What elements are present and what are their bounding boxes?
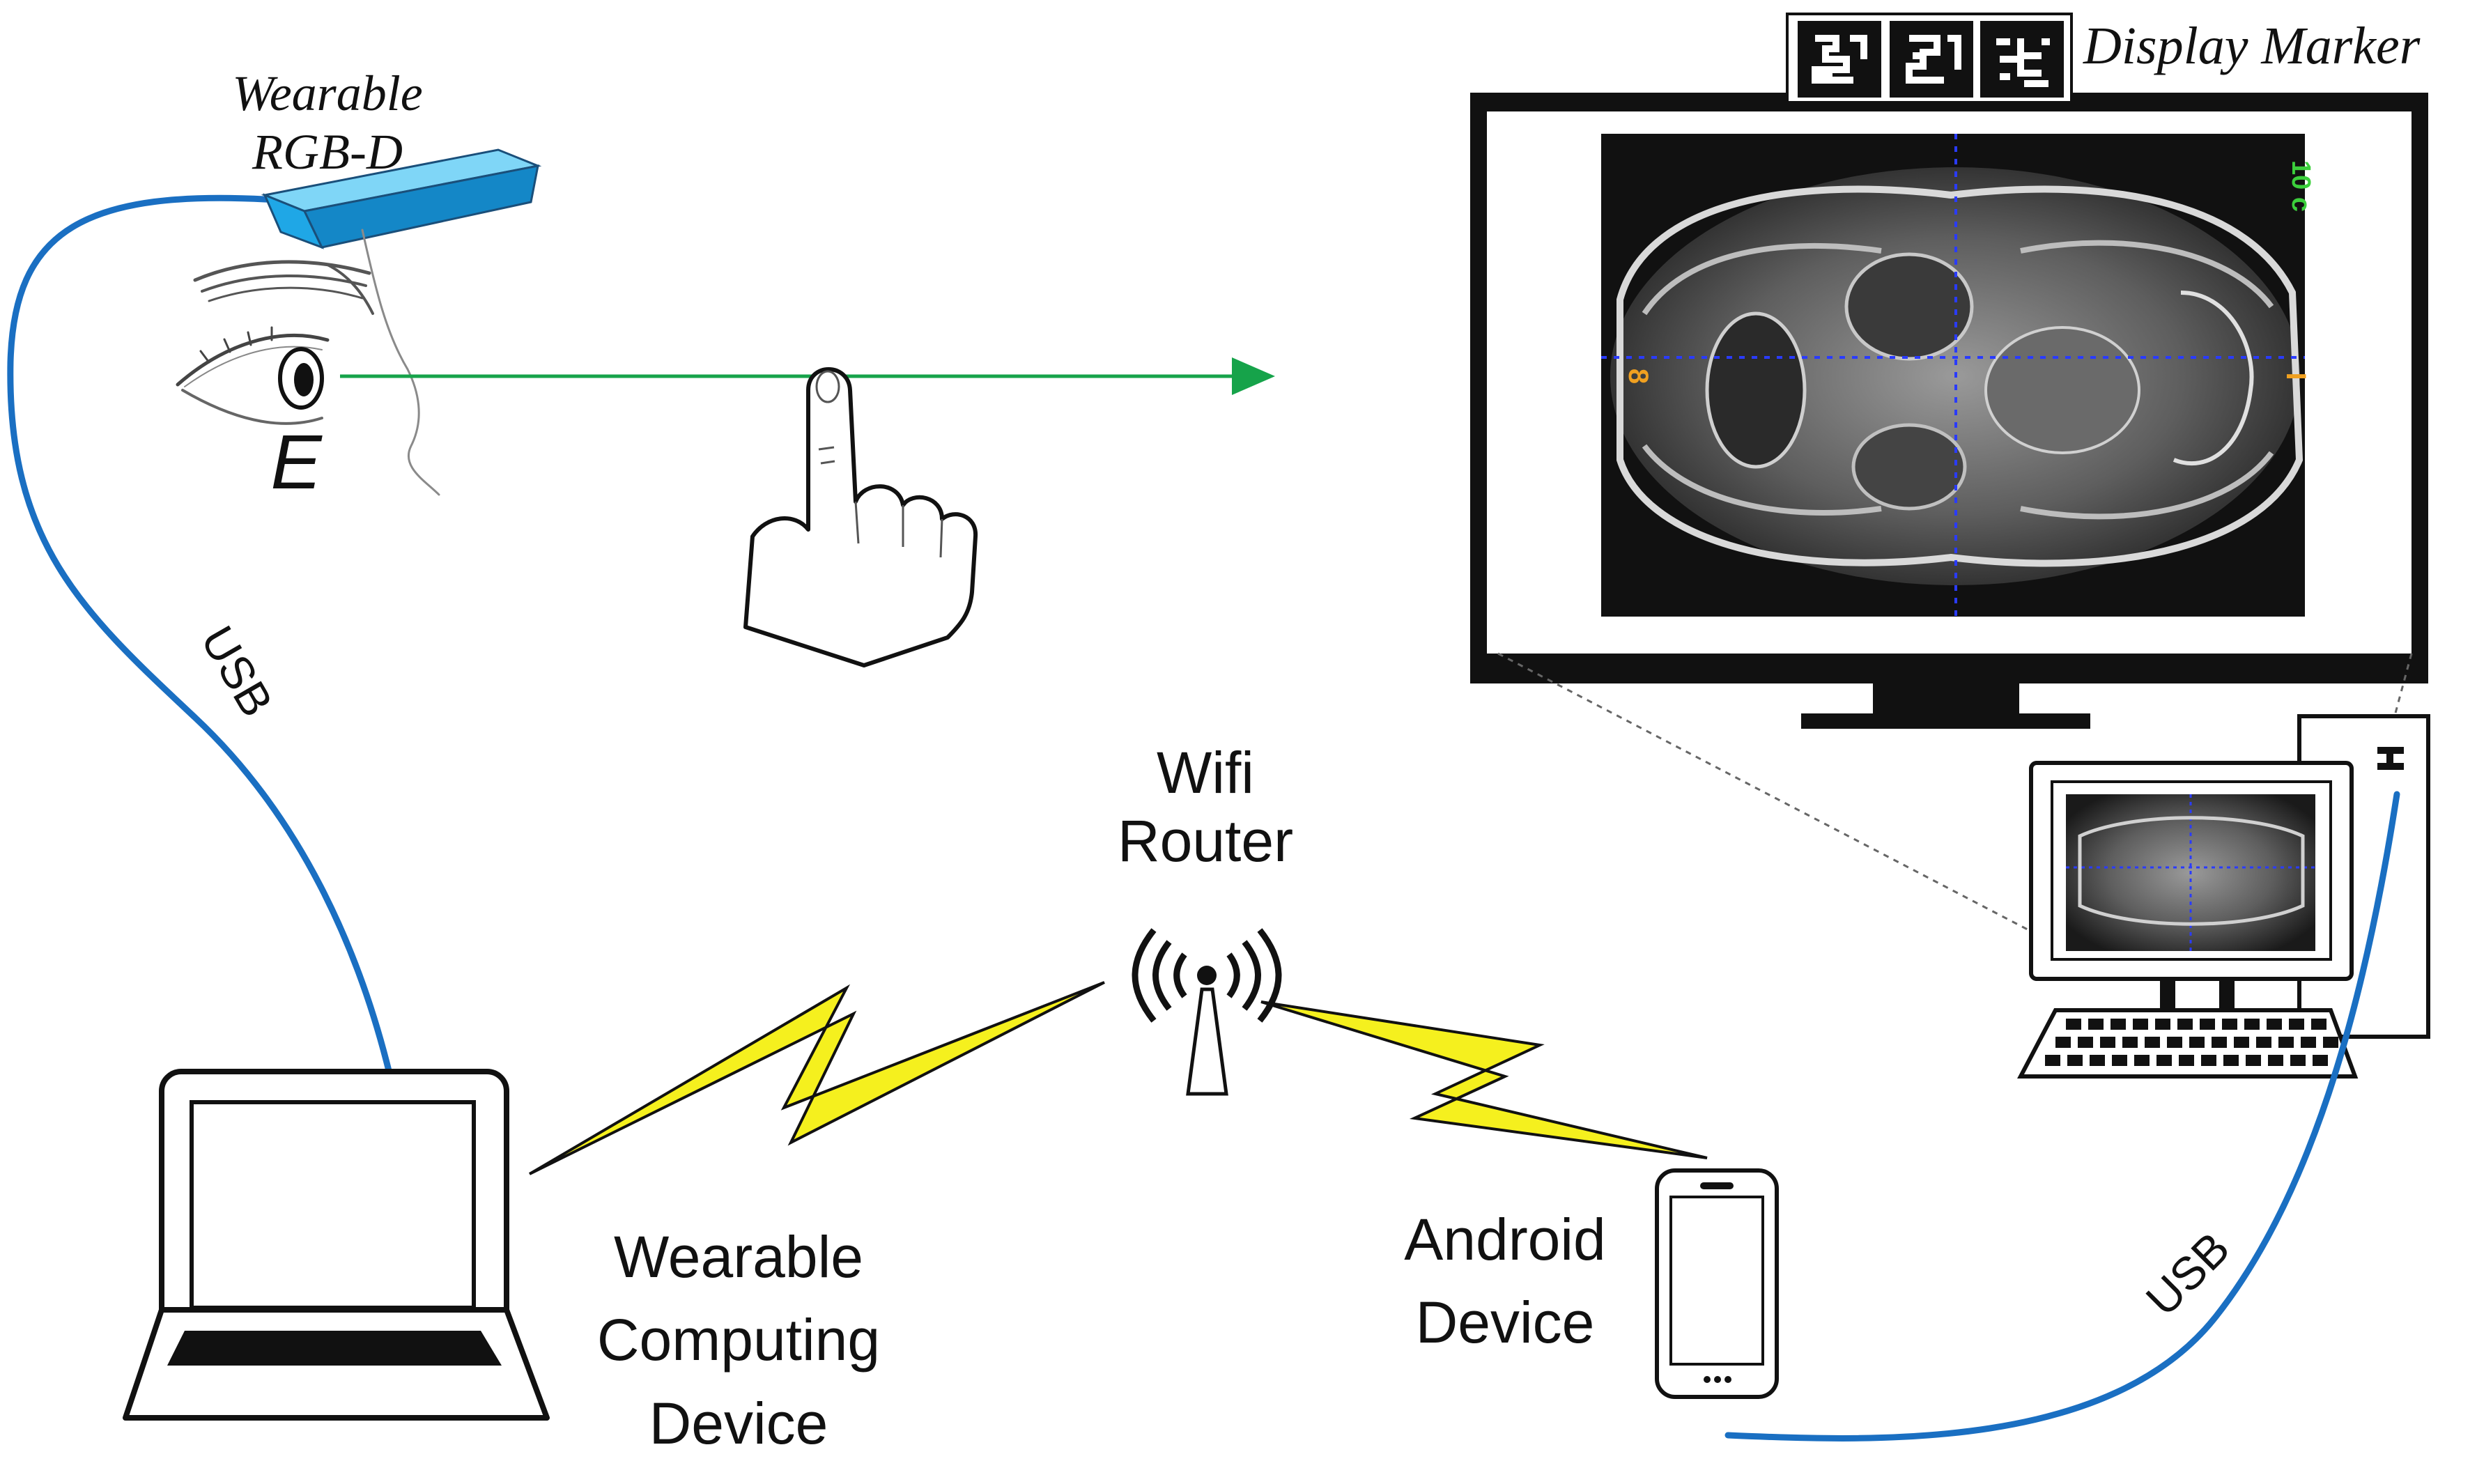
- wireless-link-android: [1260, 1000, 1708, 1159]
- keyboard-key: [2055, 1037, 2071, 1048]
- smartphone-icon: [1655, 1168, 1779, 1399]
- keyboard-key: [2155, 1019, 2170, 1030]
- keyboard-key: [2323, 1037, 2338, 1048]
- gaze-arrowhead: [1232, 357, 1275, 395]
- usb-cable-left: [7, 194, 394, 1080]
- projection-line-left: [1497, 652, 2074, 954]
- iris-icon: [278, 347, 324, 410]
- keyboard-keys: [2045, 1019, 2338, 1066]
- android-label-line1: Android: [1404, 1207, 1606, 1272]
- wifi-router-label: Wifi Router: [1083, 739, 1327, 876]
- keyboard-key: [2289, 1019, 2304, 1030]
- keyboard-key: [2244, 1019, 2260, 1030]
- pointing-hand-icon: [743, 367, 978, 667]
- usb-cable-right: [1724, 791, 2400, 1442]
- keyboard-key: [2189, 1037, 2205, 1048]
- wearable-sensor-label-line2: RGB-D: [252, 124, 403, 180]
- keyboard-key: [2200, 1019, 2215, 1030]
- eye-point-label: E: [270, 419, 322, 505]
- keyboard-key: [2179, 1055, 2194, 1066]
- wearable-sensor-label: Wearable RGB-D: [209, 64, 446, 181]
- fiducial-marker-icon: [1798, 21, 1881, 98]
- eye-sketch-icon: [176, 229, 440, 496]
- keyboard-key: [2222, 1019, 2237, 1030]
- keyboard-key: [2133, 1019, 2148, 1030]
- wifi-router-label-line1: Wifi: [1157, 740, 1254, 805]
- android-device-label: Android Device: [1366, 1198, 1644, 1365]
- keyboard-key: [2111, 1019, 2126, 1030]
- android-label-line2: Device: [1415, 1290, 1595, 1356]
- keyboard-key: [2122, 1037, 2138, 1048]
- display-marker-label: Display Marker: [2083, 17, 2421, 75]
- fiducial-marker-icon: [1980, 21, 2064, 98]
- keyboard-key: [2066, 1019, 2081, 1030]
- wifi-router-icon: [1132, 928, 1282, 1096]
- keyboard-key: [2088, 1019, 2104, 1030]
- desktop-computer-icon: [2017, 714, 2430, 1079]
- keyboard-key: [2145, 1037, 2160, 1048]
- wearable-computing-device-label: Wearable Computing Device: [557, 1216, 920, 1465]
- scan-corner-text: 10 c: [2286, 160, 2315, 212]
- keyboard-key: [2201, 1055, 2216, 1066]
- laptop-icon: [123, 1069, 550, 1421]
- scan-right-marker: I: [2281, 372, 2311, 380]
- wireless-link-laptop: [528, 981, 1105, 1175]
- keyboard-key: [2177, 1019, 2193, 1030]
- keyboard-key: [2067, 1055, 2083, 1066]
- keyboard-key: [2167, 1037, 2182, 1048]
- keyboard-key: [2246, 1055, 2261, 1066]
- keyboard-key: [2268, 1055, 2283, 1066]
- keyboard-key: [2045, 1055, 2060, 1066]
- wearable-computing-label-line3: Device: [649, 1390, 828, 1456]
- wearable-computing-label-line1: Wearable: [614, 1224, 863, 1290]
- keyboard-key: [2134, 1055, 2150, 1066]
- keyboard-key: [2290, 1055, 2306, 1066]
- keyboard-key: [2256, 1037, 2271, 1048]
- keyboard-key: [2112, 1055, 2127, 1066]
- keyboard-key: [2313, 1055, 2328, 1066]
- keyboard-key: [2223, 1055, 2239, 1066]
- rgbd-sensor-icon: [261, 148, 542, 249]
- scan-left-marker: 8: [1623, 369, 1653, 384]
- keyboard-key: [2267, 1019, 2282, 1030]
- ct-scan-image: [1601, 134, 2305, 617]
- fiducial-marker-icon: [1890, 21, 1973, 98]
- keyboard-key: [2234, 1037, 2249, 1048]
- keyboard-key: [2311, 1019, 2326, 1030]
- keyboard-key: [2090, 1055, 2105, 1066]
- wearable-computing-label-line2: Computing: [596, 1307, 881, 1373]
- keyboard-key: [2301, 1037, 2316, 1048]
- keyboard-key: [2078, 1037, 2093, 1048]
- wifi-router-label-line2: Router: [1117, 808, 1294, 874]
- keyboard-key: [2278, 1037, 2294, 1048]
- wearable-sensor-label-line1: Wearable: [232, 65, 423, 121]
- keyboard-key: [2100, 1037, 2115, 1048]
- keyboard-key: [2212, 1037, 2227, 1048]
- keyboard-key: [2156, 1055, 2172, 1066]
